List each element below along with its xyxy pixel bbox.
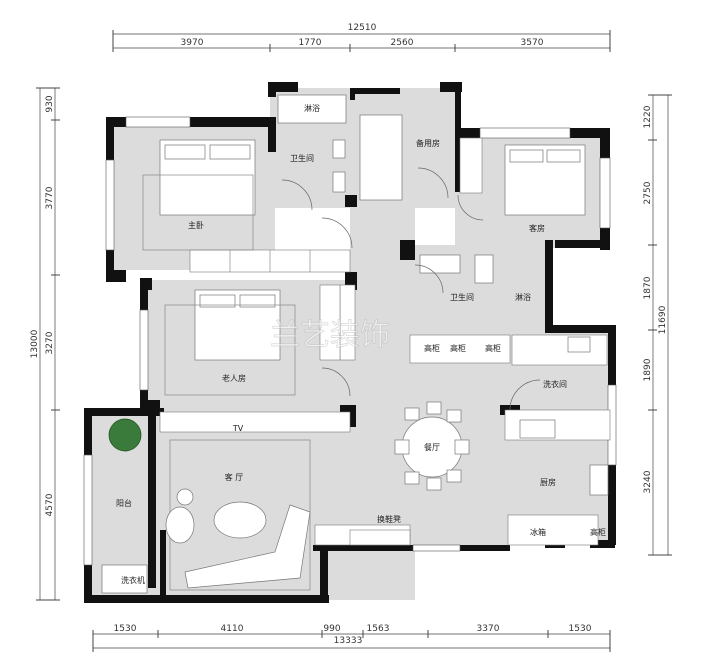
- dim-top-4: 3570: [521, 38, 544, 48]
- dim-left-total: 13000: [30, 329, 40, 358]
- label-shoe-bench: 换鞋凳: [377, 514, 401, 524]
- sofa: [184, 504, 311, 589]
- label-tv: TV: [232, 424, 244, 433]
- plant: [108, 418, 142, 452]
- label-fridge: 冰箱: [530, 527, 546, 537]
- furniture: [101, 94, 609, 594]
- dim-top-3: 2560: [391, 38, 414, 48]
- dimension-lines: [36, 30, 672, 652]
- label-elder-room: 老人房: [222, 373, 246, 383]
- label-shower-1: 淋浴: [304, 103, 320, 113]
- label-guest-room: 客房: [529, 223, 545, 233]
- label-spare-room: 备用房: [416, 138, 440, 148]
- dim-bottom-3: 990: [323, 624, 340, 634]
- dim-bottom-4: 1563: [367, 624, 390, 634]
- dim-left-3: 3270: [45, 331, 55, 354]
- dim-bottom-6: 1530: [569, 624, 592, 634]
- label-tall-cabinet-kitchen: 高柜: [590, 527, 606, 537]
- label-balcony: 阳台: [116, 498, 132, 508]
- dim-left-2: 3770: [45, 186, 55, 209]
- label-shower-2: 淋浴: [515, 292, 531, 302]
- label-washer: 洗衣机: [121, 575, 145, 585]
- dim-right-2: 2750: [643, 181, 653, 204]
- cabinets: [159, 137, 611, 546]
- dim-left-1: 930: [45, 95, 55, 112]
- label-tall-cabinet-3: 高柜: [485, 343, 501, 353]
- svg-text:兰艺装饰: 兰艺装饰: [270, 318, 390, 353]
- dim-right-5: 3240: [643, 470, 653, 493]
- dim-right-total: 11690: [658, 305, 668, 334]
- label-tall-cabinet-1: 高柜: [424, 343, 440, 353]
- label-bathroom-2: 卫生间: [450, 292, 474, 302]
- dim-right-4: 1890: [643, 358, 653, 381]
- watermark: 兰艺装饰: [270, 318, 391, 354]
- dim-bottom-1: 1530: [114, 624, 137, 634]
- dim-top-total: 12510: [348, 23, 377, 33]
- dim-bottom-5: 3370: [477, 624, 500, 634]
- dim-top-2: 1770: [299, 38, 322, 48]
- dim-right-1: 1220: [643, 105, 653, 128]
- label-laundry: 洗衣间: [543, 379, 567, 389]
- label-tall-cabinet-2: 高柜: [450, 343, 466, 353]
- dim-right-3: 1870: [643, 276, 653, 299]
- label-living: 客 厅: [225, 472, 244, 482]
- dim-top-1: 3970: [181, 38, 204, 48]
- dim-left-4: 4570: [45, 493, 55, 516]
- dim-bottom-total: 13333: [334, 636, 363, 646]
- label-dining: 餐厅: [424, 443, 440, 452]
- dim-bottom-2: 4110: [221, 624, 244, 634]
- label-master-bedroom: 主卧: [188, 220, 204, 230]
- doors: [281, 167, 541, 411]
- label-kitchen: 厨房: [540, 477, 556, 487]
- label-bathroom-1: 卫生间: [290, 153, 314, 163]
- windows: [83, 116, 617, 566]
